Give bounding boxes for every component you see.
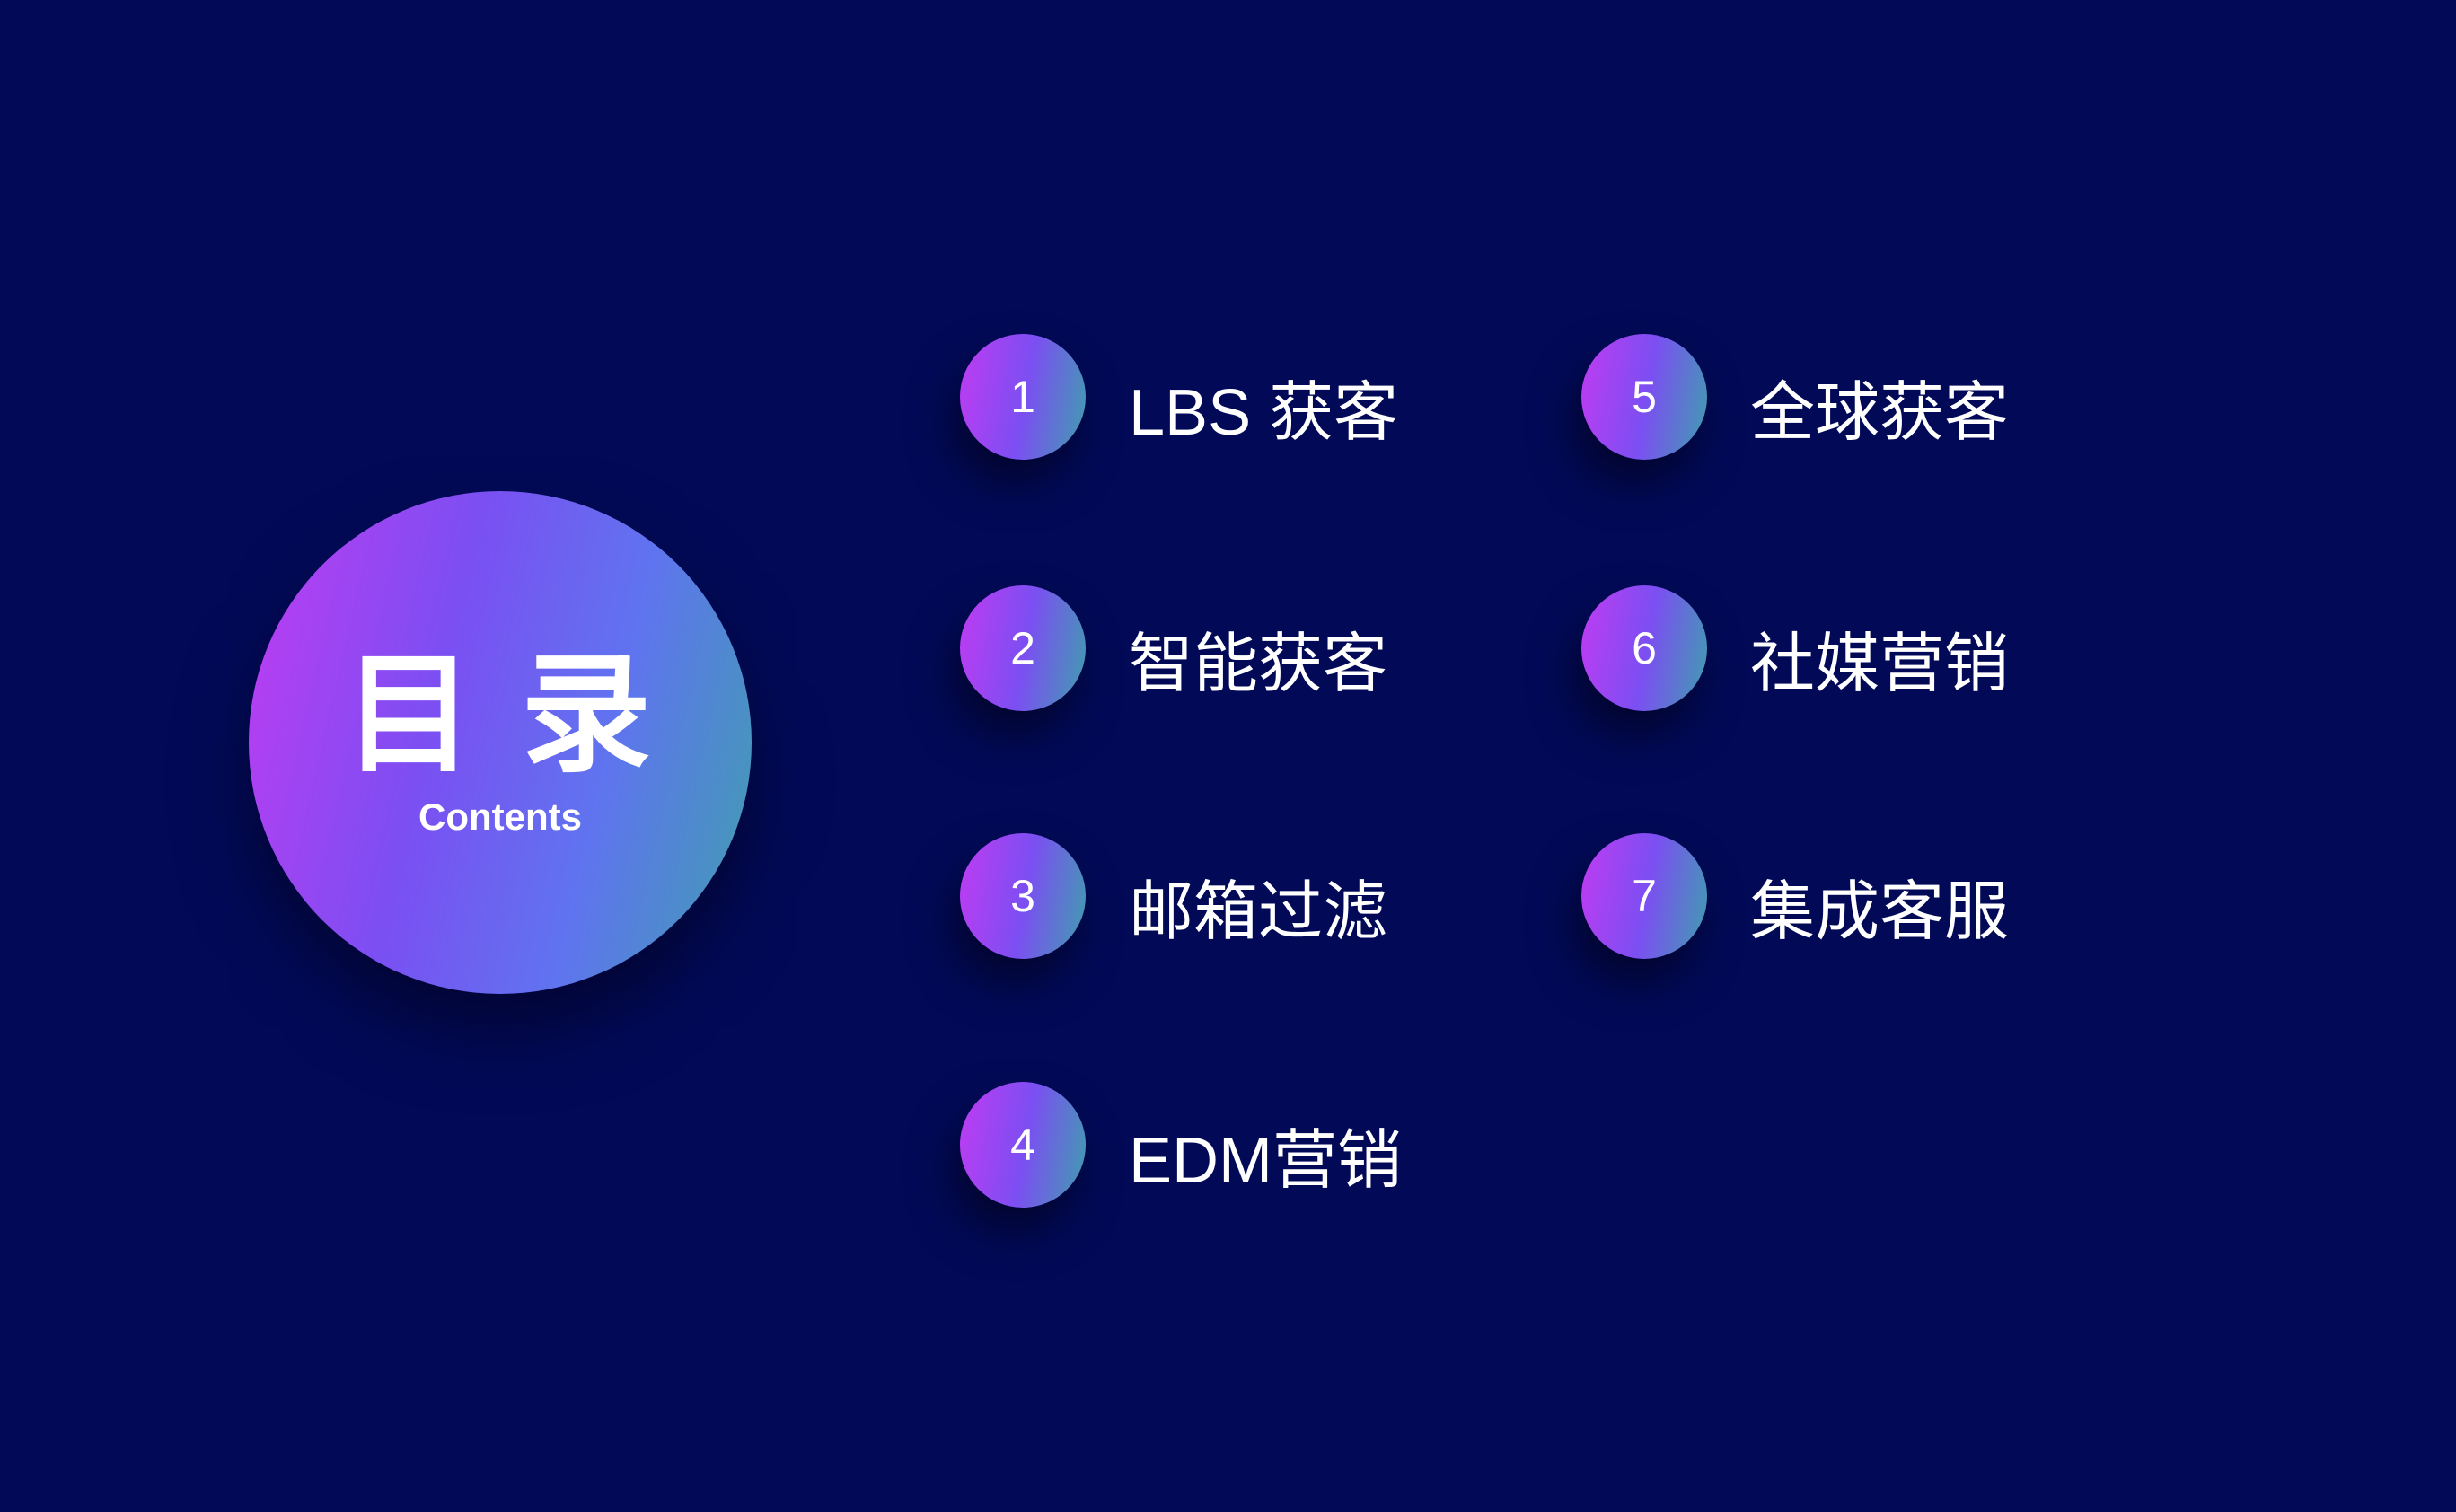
item-5-label: 全球获客	[1750, 376, 2010, 449]
item-6-number-circle: 6	[1581, 585, 1707, 711]
item-3-number-circle: 3	[960, 833, 1086, 959]
item-7-number: 7	[1632, 871, 1657, 921]
item-5-number-circle: 5	[1581, 334, 1707, 460]
item-2-number-circle: 2	[960, 585, 1086, 711]
item-7-number-circle: 7	[1581, 833, 1707, 959]
toc-item-2[interactable]: 2 智能获客	[960, 585, 1387, 711]
toc-item-3[interactable]: 3 邮箱过滤	[960, 833, 1387, 959]
item-6-number: 6	[1632, 623, 1657, 673]
item-5-number: 5	[1632, 372, 1657, 422]
item-6-label: 社媒营销	[1750, 628, 2010, 700]
item-1-number: 1	[1010, 372, 1035, 422]
toc-item-5[interactable]: 5 全球获客	[1581, 334, 2009, 460]
toc-item-7[interactable]: 7 集成客服	[1581, 833, 2009, 959]
item-3-label: 邮箱过滤	[1129, 875, 1388, 948]
toc-item-4[interactable]: 4 EDM营销	[960, 1082, 1402, 1208]
item-3-number: 3	[1010, 871, 1035, 921]
contents-title-en: Contents	[418, 795, 582, 838]
item-7-label: 集成客服	[1750, 875, 2010, 948]
item-4-label: EDM营销	[1129, 1124, 1402, 1197]
item-1-number-circle: 1	[960, 334, 1086, 460]
toc-item-1[interactable]: 1 LBS 获客	[960, 334, 1398, 460]
item-1-label: LBS 获客	[1129, 376, 1399, 449]
item-2-label: 智能获客	[1129, 628, 1388, 700]
contents-title-zh: 目 录	[343, 641, 657, 787]
toc-item-6[interactable]: 6 社媒营销	[1581, 585, 2009, 711]
item-4-number-circle: 4	[960, 1082, 1086, 1208]
contents-title-circle: 目 录 Contents	[249, 491, 752, 994]
item-4-number: 4	[1010, 1120, 1035, 1170]
item-2-number: 2	[1010, 623, 1035, 673]
